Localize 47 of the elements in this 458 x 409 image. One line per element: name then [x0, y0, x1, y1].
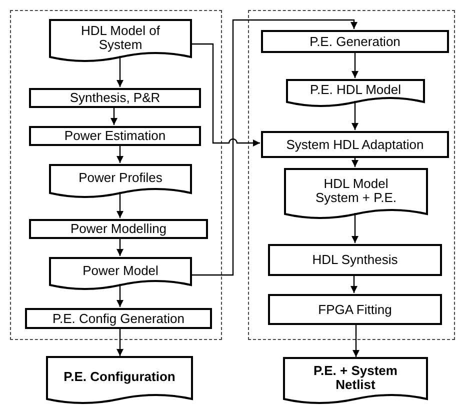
arrow	[352, 157, 358, 167]
document-shape	[286, 79, 425, 110]
arrow	[116, 56, 124, 87]
node-label: Power Profiles	[78, 171, 162, 185]
process-box	[29, 126, 201, 146]
arrow	[116, 192, 124, 218]
node-label: P.E. HDL Model	[310, 83, 402, 97]
arrow	[116, 145, 124, 163]
arrow	[116, 328, 124, 356]
node-label: HDL Synthesis	[312, 253, 398, 267]
arrow	[116, 238, 124, 256]
node-label: Power Model	[82, 264, 158, 278]
process-box	[261, 131, 449, 158]
dashed-group-box	[248, 10, 455, 340]
arrow	[191, 19, 358, 276]
process-box	[268, 294, 442, 325]
document-shape	[284, 168, 428, 222]
node-label: HDL Model of System	[80, 24, 161, 52]
node-label: System HDL Adaptation	[286, 138, 424, 152]
document-shape	[49, 19, 192, 65]
node-label: P.E. + System Netlist	[312, 364, 398, 392]
document-shape	[49, 257, 192, 293]
dashed-group-box	[10, 10, 222, 340]
document-shape	[283, 357, 428, 407]
process-box	[25, 308, 212, 329]
arrow	[352, 100, 358, 130]
process-box	[29, 219, 208, 239]
arrow	[352, 213, 358, 243]
arrow	[352, 324, 360, 357]
process-box	[268, 244, 442, 276]
node-label: Power Modelling	[70, 222, 167, 236]
node-label: P.E. Config Generation	[52, 312, 184, 326]
node-label: Synthesis, P&R	[70, 91, 160, 105]
node-label: HDL Model System + P.E.	[314, 176, 398, 204]
arrow	[352, 52, 358, 78]
document-shape	[46, 356, 193, 407]
node-label: P.E. Generation	[310, 34, 400, 48]
arrow	[350, 275, 358, 293]
process-box	[29, 88, 201, 108]
arrow	[191, 43, 260, 146]
node-label: FPGA Fitting	[318, 302, 392, 316]
node-label: P.E. Configuration	[64, 370, 176, 384]
document-shape	[49, 164, 192, 201]
arrow	[116, 284, 124, 307]
process-box	[261, 30, 449, 53]
node-label: Power Estimation	[64, 129, 166, 143]
arrow	[110, 107, 118, 125]
